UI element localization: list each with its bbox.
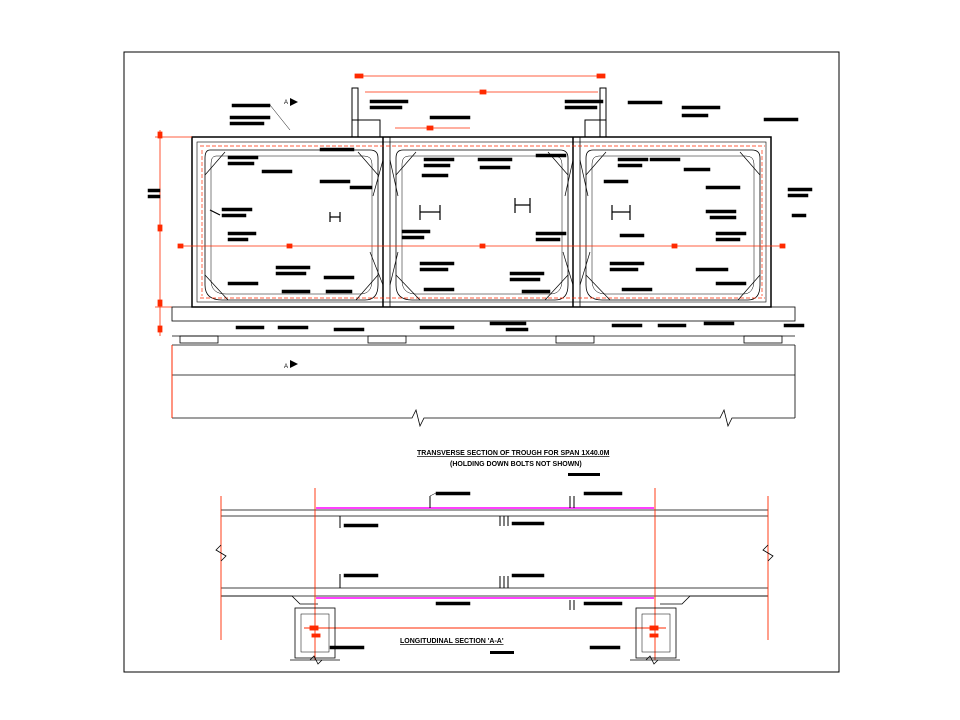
bearing-band	[171, 306, 796, 344]
left-vertical-dimension	[155, 130, 192, 336]
longitudinal-leader-notes	[329, 491, 623, 650]
bar-markers	[209, 198, 631, 222]
prestress-cable-lines	[200, 145, 765, 299]
transverse-section-title: TRANSVERSE SECTION OF TROUGH FOR SPAN 1X…	[417, 450, 610, 457]
walkway-posts	[351, 87, 607, 137]
transverse-section: A A TRANSVERSE SECTION OF TROUGH FOR SPA…	[147, 73, 813, 476]
coupler-marks	[339, 496, 575, 610]
top-dimension-line	[354, 73, 606, 131]
haunch-lines	[204, 151, 761, 301]
centre-dimension-line	[177, 243, 786, 249]
section-arrow-bottom: A	[284, 360, 298, 370]
section-mark-top: A	[284, 100, 288, 106]
break-marks	[215, 544, 774, 562]
longitudinal-section-title: LONGITUDINAL SECTION 'A-A'	[400, 638, 504, 645]
section-mark-bottom: A	[284, 364, 288, 370]
transverse-section-subtitle: (HOLDING DOWN BOLTS NOT SHOWN)	[450, 461, 582, 468]
cell-right	[585, 149, 761, 301]
sheet-border	[123, 51, 840, 673]
prestress-tendons	[316, 507, 654, 599]
pier-left	[290, 607, 340, 665]
transverse-scale-bar	[568, 473, 600, 476]
cell-left	[204, 149, 379, 301]
longitudinal-scale-bar	[490, 651, 514, 654]
trough-outer-wall	[191, 136, 772, 308]
pier-cap	[172, 344, 796, 428]
trough-inner-offset	[196, 141, 767, 303]
pier-right	[630, 607, 680, 665]
leader-notes	[147, 99, 813, 332]
longitudinal-section: LONGITUDINAL SECTION 'A-A'	[215, 488, 774, 665]
section-arrow-top: A	[284, 98, 298, 106]
top-slab	[221, 509, 768, 605]
cell-middle	[395, 149, 569, 301]
longitudinal-dimensions	[220, 488, 769, 660]
